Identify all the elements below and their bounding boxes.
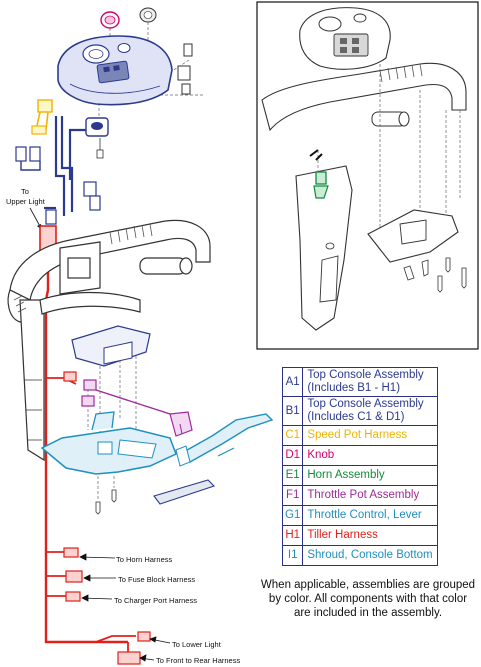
- legend-text: Top Console Assembly(Includes C1 & D1): [302, 396, 438, 426]
- screws: [95, 489, 117, 515]
- legend-text: Tiller Harness: [302, 525, 438, 546]
- label-upper-light-line1: To: [21, 187, 29, 196]
- legend-text-line2: (Includes C1 & D1): [307, 411, 405, 423]
- grip-ridges: [13, 223, 153, 313]
- legend-row: D1 Knob: [281, 445, 438, 466]
- note-line: When applicable, assemblies are grouped: [260, 579, 476, 591]
- legend-text-line1: Top Console Assembly: [307, 369, 424, 381]
- legend-text: Speed Pot Harness: [302, 425, 438, 446]
- knob-d1: [100, 11, 120, 29]
- legend-text-line1: Top Console Assembly: [307, 398, 424, 410]
- throttle-pot-f1: [81, 379, 193, 437]
- side-switch: [177, 43, 193, 95]
- legend-text: Throttle Control, Lever: [302, 505, 438, 526]
- legend-row: A1 Top Console Assembly(Includes B1 - H1…: [281, 367, 438, 397]
- legend-code: E1: [281, 465, 304, 486]
- label-fuse-block-harness: To Fuse Block Harness: [118, 575, 195, 584]
- console-connectors: [15, 146, 101, 225]
- legend-row: I1 Shroud, Console Bottom: [281, 545, 438, 566]
- legend-row: B1 Top Console Assembly(Includes C1 & D1…: [281, 396, 438, 426]
- legend-code: H1: [281, 525, 304, 546]
- legend-code: B1: [281, 396, 304, 426]
- legend-row: G1 Throttle Control, Lever: [281, 505, 438, 526]
- note-line: by color. All components with that color: [268, 593, 468, 605]
- horn-assembly-e1: [309, 149, 329, 199]
- legend-row: E1 Horn Assembly: [281, 465, 438, 486]
- legend-text: Throttle Pot Assembly: [302, 485, 438, 506]
- note-line: are included in the assembly.: [293, 607, 443, 619]
- label-charger-port-harness: To Charger Port Harness: [114, 596, 197, 605]
- label-front-to-rear-harness: To Front to Rear Harness: [156, 656, 240, 665]
- legend-code: G1: [281, 505, 304, 526]
- assembly-legend: A1 Top Console Assembly(Includes B1 - H1…: [281, 367, 438, 566]
- console-wiring: [44, 116, 86, 216]
- inset-detail: [256, 1, 479, 350]
- label-lower-light: To Lower Light: [172, 640, 222, 649]
- top-console-a1: [57, 35, 173, 106]
- color-grouping-note: When applicable, assemblies are grouped …: [255, 578, 481, 620]
- legend-text: Top Console Assembly(Includes B1 - H1): [302, 367, 438, 397]
- shroud-console-bottom-i1: [40, 411, 177, 475]
- legend-text-line2: (Includes B1 - H1): [307, 382, 401, 394]
- legend-row: F1 Throttle Pot Assembly: [281, 485, 438, 506]
- legend-code: C1: [281, 425, 304, 446]
- harness-callouts: [79, 553, 171, 662]
- legend-text: Shroud, Console Bottom: [302, 545, 438, 566]
- console-module: [85, 117, 109, 159]
- legend-code: A1: [281, 367, 304, 397]
- legend-code: F1: [281, 485, 304, 506]
- legend-text: Horn Assembly: [302, 465, 438, 486]
- legend-code: I1: [281, 545, 304, 566]
- tiller-handlebar: [7, 219, 211, 462]
- label-horn-harness: To Horn Harness: [116, 555, 173, 564]
- top-console-group: [31, 7, 205, 159]
- legend-text: Knob: [302, 445, 438, 466]
- lower-trim: [153, 479, 216, 505]
- legend-code: D1: [281, 445, 304, 466]
- key-cap: [139, 7, 157, 23]
- legend-row: C1 Speed Pot Harness: [281, 425, 438, 446]
- label-upper-light-line2: Upper Light: [6, 197, 46, 206]
- throttle-lever-g1: [175, 413, 274, 467]
- mounting-bracket: [71, 325, 151, 367]
- legend-row: H1 Tiller Harness: [281, 525, 438, 546]
- speed-pot-harness-c1: [31, 99, 53, 135]
